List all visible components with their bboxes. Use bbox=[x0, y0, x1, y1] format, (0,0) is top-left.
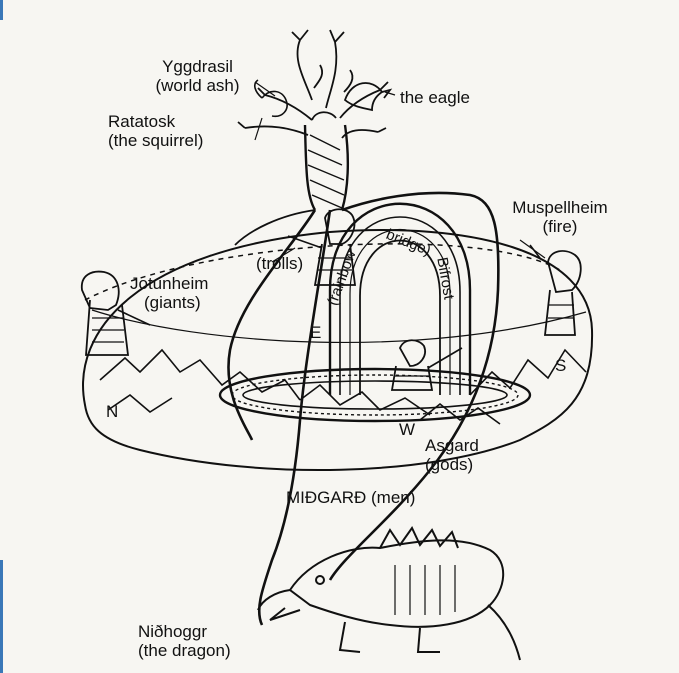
direction-south: S bbox=[555, 356, 567, 375]
nidhoggr-label-line1: Niðhoggr bbox=[138, 622, 207, 641]
yggdrasil-trunk bbox=[303, 124, 350, 211]
nidhoggr-label: Niðhoggr (the dragon) bbox=[138, 622, 231, 660]
pointer-lines bbox=[254, 81, 546, 263]
asgard-label-line1: Asgard bbox=[425, 436, 479, 455]
asgard-wall bbox=[218, 367, 532, 423]
eagle-figure bbox=[343, 82, 393, 112]
bifrost-label: (rainbow bridge) Bifrost bbox=[322, 206, 482, 366]
asgard-label: Asgard (gods) bbox=[425, 436, 479, 474]
eagle-label: the eagle bbox=[400, 88, 470, 107]
yggdrasil-roots bbox=[227, 191, 500, 626]
nidhoggr-label-line2: (the dragon) bbox=[138, 641, 231, 660]
asgard-label-line2: (gods) bbox=[425, 455, 474, 474]
scan-edge-bottom bbox=[0, 560, 3, 673]
jotunheim-label-line2: (giants) bbox=[144, 293, 201, 312]
bifrost-rainbow-text: (rainbow bbox=[324, 247, 360, 308]
yggdrasil-canopy bbox=[237, 29, 389, 139]
fire-giant-figure bbox=[529, 244, 582, 336]
bifrost-arch bbox=[328, 202, 472, 395]
scan-edge-top bbox=[0, 0, 3, 20]
ratatosk-label: Ratatosk (the squirrel) bbox=[108, 112, 203, 150]
ratatosk-label-line2: (the squirrel) bbox=[108, 131, 204, 150]
jotunheim-label-line1: Jotunheim bbox=[130, 274, 209, 293]
mountains bbox=[99, 348, 587, 425]
yggdrasil-label-line1: Yggdrasil bbox=[162, 57, 233, 76]
giant-figure bbox=[80, 270, 151, 356]
trolls-label: (trolls) bbox=[256, 254, 304, 273]
dragon-figure bbox=[257, 526, 521, 661]
direction-east: E bbox=[310, 323, 322, 342]
troll-figure bbox=[287, 208, 357, 286]
midgard-label: MIÐGARÐ (men) bbox=[286, 488, 416, 507]
direction-west: W bbox=[399, 420, 416, 439]
yggdrasil-label: Yggdrasil (world ash) bbox=[135, 57, 260, 95]
muspellheim-label-line1: Muspellheim bbox=[512, 198, 608, 217]
muspellheim-label-line2: (fire) bbox=[542, 217, 578, 236]
ratatosk-label-line1: Ratatosk bbox=[108, 112, 176, 131]
bifrost-bridge-text: bridge) bbox=[383, 226, 434, 260]
yggdrasil-label-line2: (world ash) bbox=[155, 76, 240, 95]
world-disc bbox=[82, 229, 594, 472]
jotunheim-label: Jotunheim (giants) bbox=[130, 274, 208, 312]
direction-north: N bbox=[106, 402, 119, 421]
god-figure bbox=[390, 339, 463, 391]
muspellheim-label: Muspellheim (fire) bbox=[490, 198, 630, 236]
bifrost-name-text: Bifrost bbox=[433, 256, 458, 301]
